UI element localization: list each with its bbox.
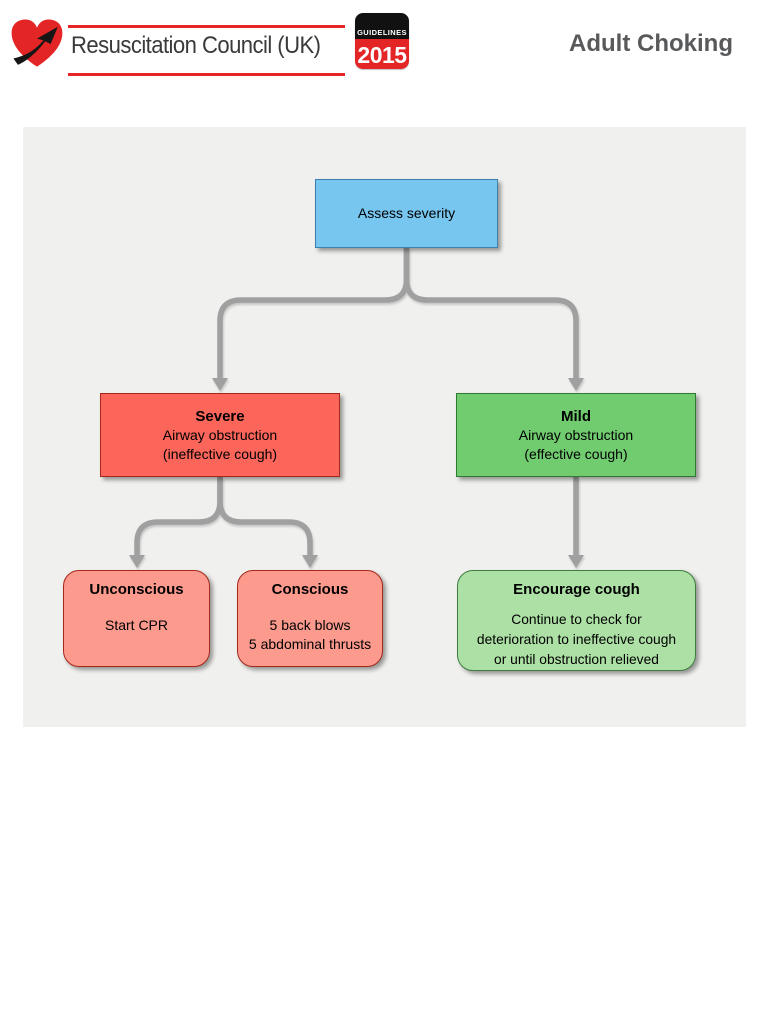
encourage-line-1: Continue to check for xyxy=(511,612,642,627)
encourage-line-2: deterioration to ineffective cough xyxy=(476,632,677,647)
conscious-line-2: 5 abdominal thrusts xyxy=(248,636,372,652)
badge-year-label: 2015 xyxy=(355,39,409,69)
node-unconscious: Unconscious Start CPR xyxy=(63,570,210,667)
node-encourage-cough: Encourage cough Continue to check for de… xyxy=(457,570,696,671)
node-conscious: Conscious 5 back blows 5 abdominal thrus… xyxy=(237,570,383,667)
assess-severity-label: Assess severity xyxy=(357,205,456,221)
severe-title: Severe xyxy=(195,407,245,425)
severe-line-1: Airway obstruction xyxy=(162,426,278,443)
page-title: Adult Choking xyxy=(569,30,733,57)
mild-title: Mild xyxy=(561,407,591,425)
node-mild: Mild Airway obstruction (effective cough… xyxy=(456,393,696,477)
mild-line-1: Airway obstruction xyxy=(518,426,634,443)
conscious-line-1: 5 back blows xyxy=(269,617,351,633)
logo-wordmark: Resuscitation Council (UK) xyxy=(68,25,346,76)
node-assess-severity: Assess severity xyxy=(315,179,498,248)
unconscious-line-1: Start CPR xyxy=(104,617,168,633)
badge-guidelines-label: GUIDELINES xyxy=(355,13,409,39)
encourage-line-3: or until obstruction relieved xyxy=(494,652,659,667)
guidelines-2015-badge: GUIDELINES 2015 xyxy=(355,13,409,69)
mild-line-2: (effective cough) xyxy=(524,445,628,462)
severe-line-2: (ineffective cough) xyxy=(162,445,278,462)
logo-text: Resuscitation Council (UK) xyxy=(71,32,321,59)
conscious-title: Conscious xyxy=(271,581,349,598)
encourage-cough-title: Encourage cough xyxy=(513,581,640,598)
node-severe: Severe Airway obstruction (ineffective c… xyxy=(100,393,340,477)
unconscious-title: Unconscious xyxy=(89,581,184,598)
heart-logo-icon xyxy=(11,19,63,67)
